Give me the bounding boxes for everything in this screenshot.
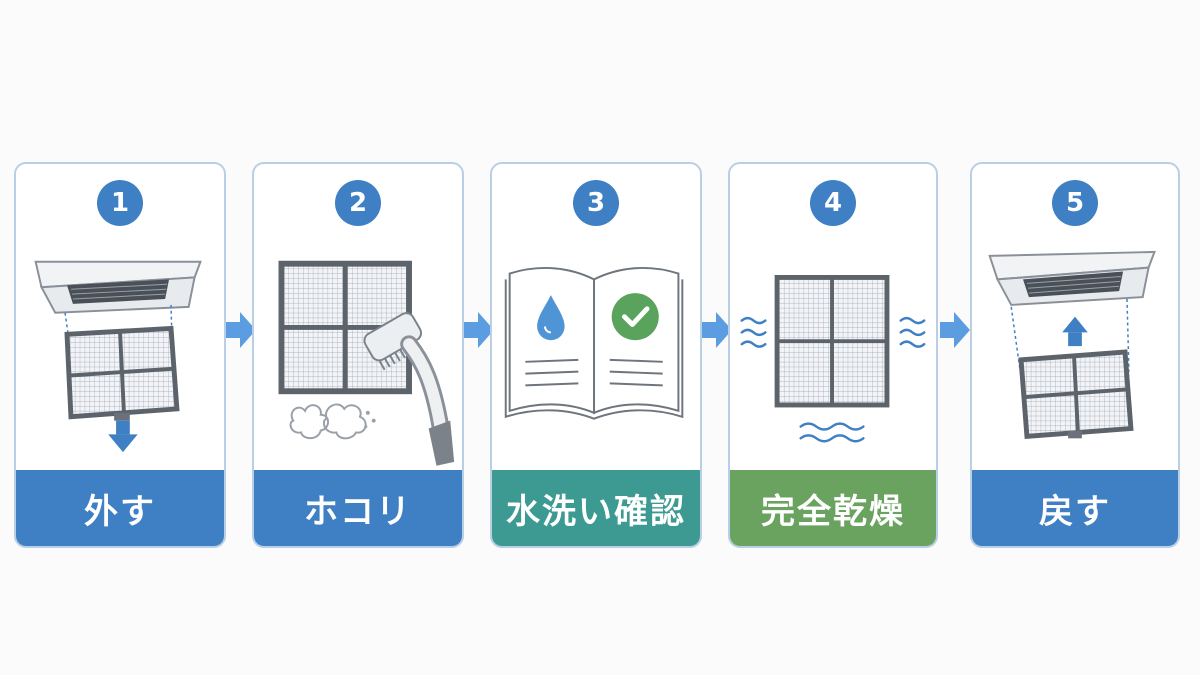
manual-water-check-icon <box>504 266 684 420</box>
step-card-1: 1 外す <box>14 162 226 548</box>
step-card-3: 3 水洗い確認 <box>490 162 702 548</box>
step-card-5: 5 戻す <box>970 162 1180 548</box>
step-number-badge: 5 <box>1052 180 1098 226</box>
right-arrow-icon <box>226 312 256 348</box>
step-label-banner: 完全乾燥 <box>730 470 936 546</box>
step-label-banner: 外す <box>16 470 224 546</box>
step-label-banner: 水洗い確認 <box>492 470 700 546</box>
filter-vacuum-brush-icon <box>278 260 455 466</box>
filter-reinstall-icon <box>988 250 1156 439</box>
step-label-banner: 戻す <box>972 470 1178 546</box>
step-number-badge: 4 <box>810 180 856 226</box>
step-number-badge: 2 <box>335 180 381 226</box>
right-arrow-icon <box>702 312 732 348</box>
step-card-4: 4 完全乾燥 <box>728 162 938 548</box>
step-number-badge: 1 <box>97 180 143 226</box>
ceiling-unit-remove-filter-icon <box>34 260 202 453</box>
right-arrow-icon <box>464 312 494 348</box>
step-label-banner: ホコリ <box>254 470 462 546</box>
right-arrow-icon <box>940 312 970 348</box>
step-card-2: 2 ホコリ <box>252 162 464 548</box>
filter-air-dry-icon <box>740 274 926 443</box>
step-number-badge: 3 <box>573 180 619 226</box>
